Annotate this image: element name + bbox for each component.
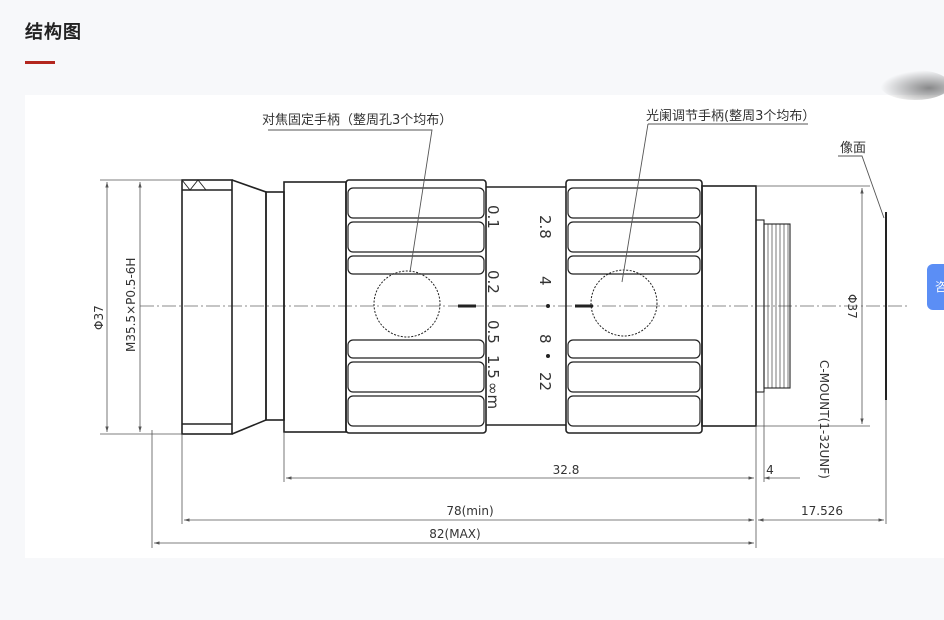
rear-diameter-label: Φ37 bbox=[845, 294, 859, 319]
focus-ring bbox=[345, 179, 487, 434]
iris-handle-callout: 光阑调节手柄(整周3个均布） bbox=[646, 109, 815, 124]
focus-scale-1.5: 1.5 bbox=[484, 355, 502, 379]
aperture-dot bbox=[546, 354, 550, 358]
front-thread-section bbox=[181, 179, 233, 435]
consult-floating-button[interactable]: 咨 bbox=[927, 264, 944, 310]
focus-scale-0.1: 0.1 bbox=[484, 205, 502, 229]
c-mount-label: C-MOUNT(1-32UNF) bbox=[817, 360, 831, 479]
focus-scale-infinity: ∞m bbox=[484, 382, 502, 409]
dimension-78-min: 78(min) bbox=[446, 504, 493, 518]
focus-scale-0.2: 0.2 bbox=[484, 270, 502, 294]
barrel-body bbox=[283, 181, 347, 433]
drawing-panel: 对焦固定手柄（整周孔3个均布） 光阑调节手柄(整周3个均布） 像面 Φ37 M3… bbox=[25, 95, 944, 558]
dimension-82-max: 82(MAX) bbox=[429, 527, 480, 541]
dimension-32-8: 32.8 bbox=[553, 463, 580, 477]
aperture-dot bbox=[546, 304, 550, 308]
aperture-scale-8: 8 bbox=[536, 334, 554, 344]
front-taper bbox=[231, 179, 267, 435]
title-underline bbox=[25, 61, 55, 64]
aperture-scale-22: 22 bbox=[536, 372, 554, 391]
front-thread-label: M35.5×P0.5-6H bbox=[124, 258, 138, 352]
front-diameter-label: Φ37 bbox=[92, 305, 106, 330]
focus-handle-callout: 对焦固定手柄（整周孔3个均布） bbox=[262, 113, 452, 128]
dimension-4: 4 bbox=[766, 463, 774, 477]
dimension-17-526: 17.526 bbox=[801, 504, 843, 518]
section-title: 结构图 bbox=[25, 22, 82, 43]
iris-ring bbox=[565, 179, 703, 434]
lens-drawing: 对焦固定手柄（整周孔3个均布） 光阑调节手柄(整周3个均布） 像面 Φ37 M3… bbox=[92, 109, 910, 548]
focus-scale-0.5: 0.5 bbox=[484, 320, 502, 344]
aperture-scale-4: 4 bbox=[536, 276, 554, 286]
c-mount-thread bbox=[755, 219, 791, 393]
edge-shadow bbox=[880, 70, 944, 100]
image-plane-callout: 像面 bbox=[840, 141, 866, 156]
aperture-scale-2.8: 2.8 bbox=[536, 215, 554, 239]
